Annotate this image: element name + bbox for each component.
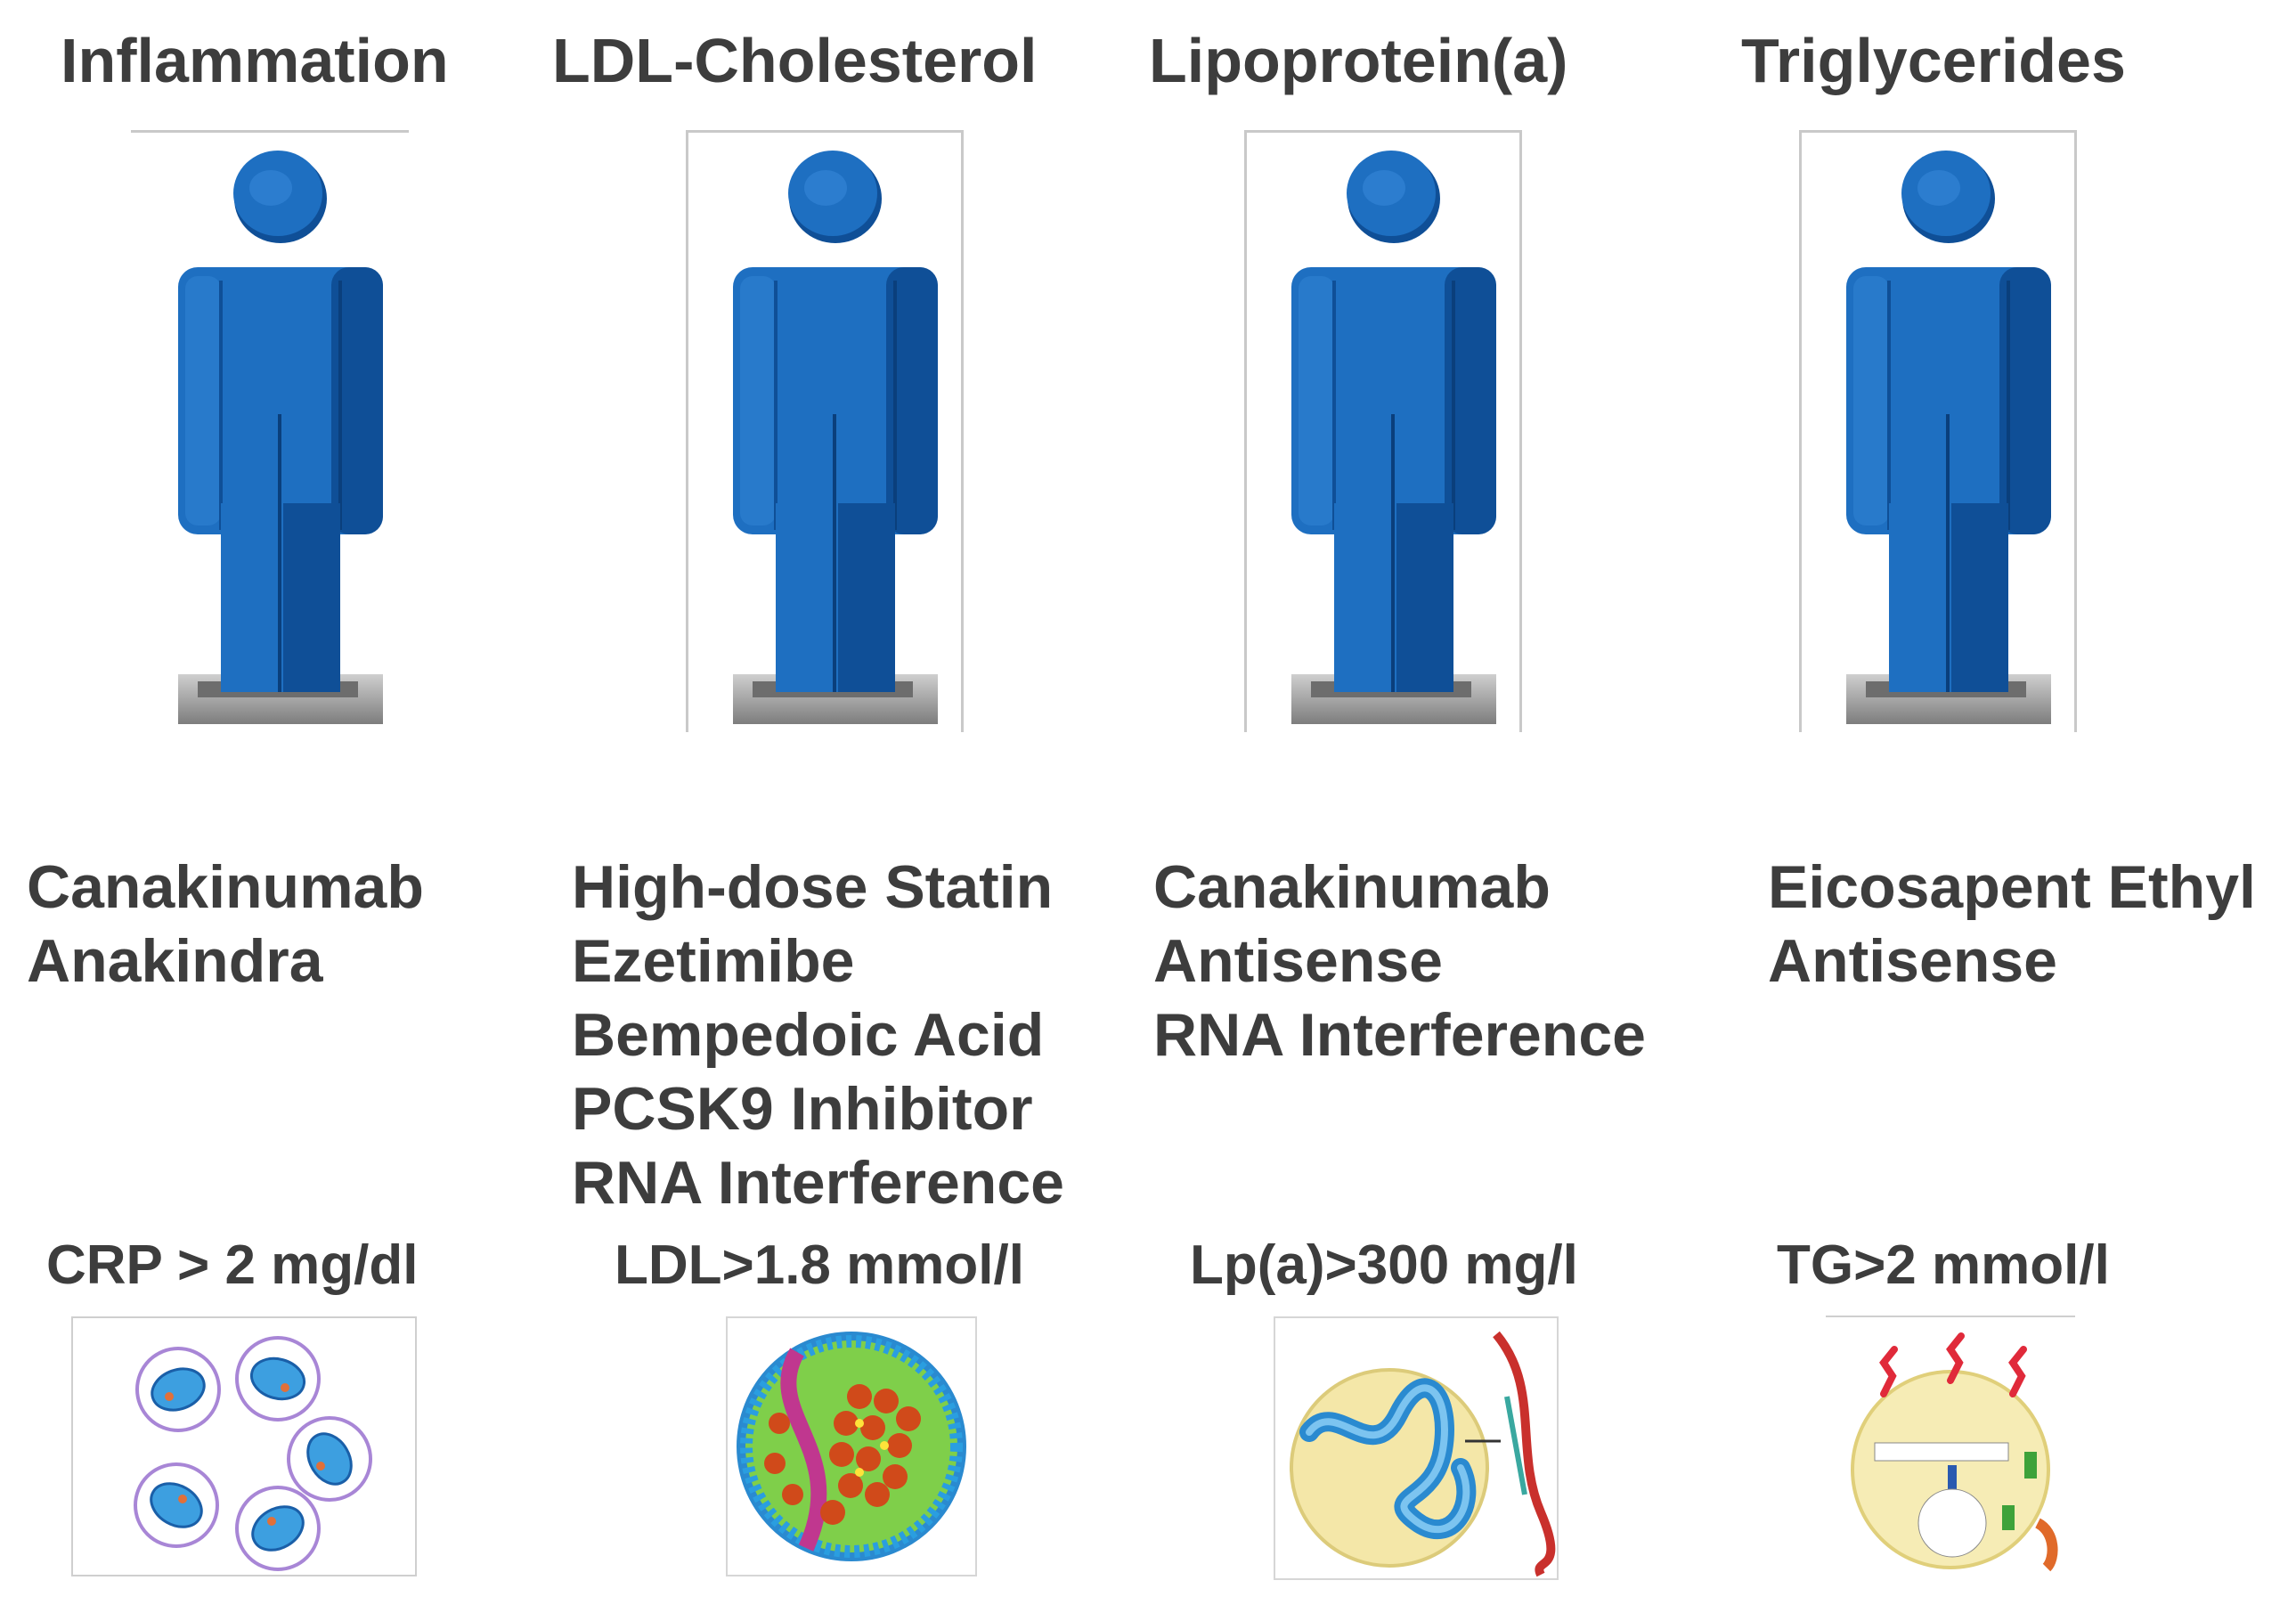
treatment-item: Antisense [1153,927,1443,995]
threshold-label: TG>2 mmol/l [1777,1234,2110,1296]
treatment-list: Eicosapent Ethyl Antisense [1768,851,2256,998]
figure-frame [686,130,964,732]
treatment-item: High-dose Statin [572,853,1054,921]
figure-frame [1244,130,1522,732]
figure-frame [131,130,409,732]
treatment-item: RNA Interference [572,1149,1064,1217]
column-title: LDL-Cholesterol [552,26,1038,95]
crp-protein-structure-icon [71,1316,417,1576]
treatment-item: PCSK9 Inhibitor [572,1075,1033,1143]
treatment-item: Anakindra [27,927,323,995]
column-title: Lipoprotein(a) [1149,26,1568,95]
triglyceride-rich-lipoprotein-icon [1817,1309,2084,1576]
person-icon [178,149,383,726]
treatment-list: Canakinumab Antisense RNA Interference [1153,851,1646,1072]
treatment-item: Canakinumab [1153,853,1551,921]
column-ldl-cholesterol: LDL-Cholesterol High-dose Statin Ezetimi… [552,0,1104,1613]
threshold-label: LDL>1.8 mmol/l [615,1234,1024,1296]
person-icon [1846,149,2051,726]
treatment-item: Canakinumab [27,853,424,921]
threshold-label: CRP > 2 mg/dl [46,1234,419,1296]
column-title: Inflammation [61,26,449,95]
threshold-label: Lp(a)>300 mg/l [1190,1234,1578,1296]
column-inflammation: Inflammation Canakinumab Anakindra CRP >… [0,0,552,1613]
treatment-list: High-dose Statin Ezetimibe Bempedoic Aci… [572,851,1064,1220]
column-title: Triglycerides [1741,26,2126,95]
figure-frame [1799,130,2077,732]
treatment-item: Eicosapent Ethyl [1768,853,2256,921]
person-icon [733,149,938,726]
treatment-item: RNA Interference [1153,1001,1646,1069]
person-icon [1291,149,1496,726]
column-triglycerides: Triglycerides Eicosapent Ethyl Antisense… [1741,0,2293,1613]
column-lipoprotein-a: Lipoprotein(a) Canakinumab Antisense RNA… [1149,0,1701,1613]
lipoprotein-a-particle-icon [1274,1316,1559,1580]
treatment-item: Bempedoic Acid [572,1001,1045,1069]
treatment-item: Ezetimibe [572,927,855,995]
ldl-particle-icon [726,1316,977,1576]
treatment-list: Canakinumab Anakindra [27,851,424,998]
treatment-item: Antisense [1768,927,2057,995]
